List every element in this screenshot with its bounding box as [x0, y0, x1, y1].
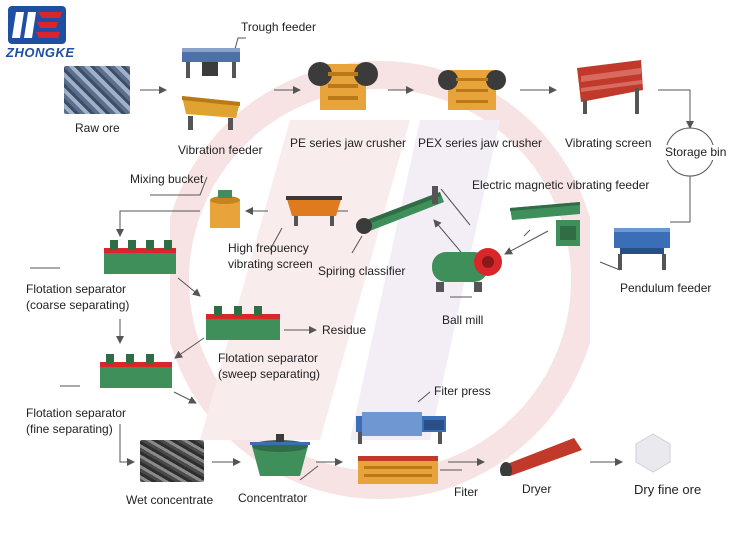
vibrating-screen-label: Vibrating screen [565, 136, 652, 150]
residue-label: Residue [322, 323, 367, 337]
flotation-coarse-label-line1: Flotation separator [26, 282, 127, 296]
vibration-feeder-machine [182, 96, 240, 130]
background-watermark [170, 61, 590, 499]
vibrating-screen-machine [577, 60, 643, 114]
electric-magnetic-feeder-machine [510, 202, 580, 246]
dry-fine-ore-label: Dry fine ore [634, 482, 702, 497]
vibration-feeder-label: Vibration feeder [178, 143, 263, 157]
flotation-fine-label-line2: (fine separating) [26, 422, 113, 436]
spiral-classifier-machine [356, 186, 444, 234]
filter-machine [358, 456, 438, 484]
flotation-sweep-machine [206, 306, 280, 340]
flotation-coarse-machine [104, 240, 176, 274]
filter-press-machine [356, 412, 446, 444]
high-frequency-screen-machine [286, 196, 342, 226]
logo-mark-icon [8, 6, 66, 44]
trough-feeder-machine [182, 48, 240, 78]
flotation-sweep-label-line2: (sweep separating) [218, 367, 321, 381]
high-frequency-screen-label-line2: vibrating screen [228, 257, 313, 271]
raw-ore-image [64, 66, 130, 114]
brand-name: ZHONGKE [6, 45, 75, 60]
raw-ore-label: Raw ore [75, 121, 120, 135]
ball-mill-machine [432, 248, 502, 292]
brand-logo: ZHONGKE [4, 4, 74, 64]
pe-jaw-crusher-machine [308, 62, 378, 110]
dryer-label: Dryer [522, 482, 552, 496]
flotation-coarse-label-line2: (coarse separating) [26, 298, 130, 312]
pendulum-feeder-label: Pendulum feeder [620, 281, 712, 295]
wet-concentrate-label: Wet concentrate [126, 493, 214, 507]
ball-mill-label: Ball mill [442, 313, 484, 327]
mixing-bucket-label: Mixing bucket [130, 172, 204, 186]
pendulum-feeder-machine [614, 228, 670, 270]
pe-jaw-crusher-label: PE series jaw crusher [290, 136, 407, 150]
filter-press-label: Fiter press [434, 384, 491, 398]
storage-bin-label: Storage bin [664, 145, 728, 160]
flotation-sweep-label-line1: Flotation separator [218, 351, 319, 365]
filter-label: Fiter [454, 485, 478, 499]
high-frequency-screen-label-line1: High frepuency [228, 241, 309, 255]
pex-jaw-crusher-label: PEX series jaw crusher [418, 136, 543, 150]
dry-fine-ore-image [635, 433, 671, 473]
dryer-machine [500, 438, 582, 476]
flotation-fine-machine [100, 354, 172, 388]
electric-magnetic-feeder-label: Electric magnetic vibrating feeder [472, 178, 650, 192]
flotation-fine-label-line1: Flotation separator [26, 406, 127, 420]
concentrator-machine [250, 434, 310, 476]
concentrator-label: Concentrator [238, 491, 308, 505]
pex-jaw-crusher-machine [438, 70, 506, 110]
mixing-bucket-machine [210, 190, 240, 228]
wet-concentrate-image [140, 440, 204, 482]
spiral-classifier-label: Spiring classifier [318, 264, 406, 278]
trough-feeder-label: Trough feeder [241, 20, 316, 34]
